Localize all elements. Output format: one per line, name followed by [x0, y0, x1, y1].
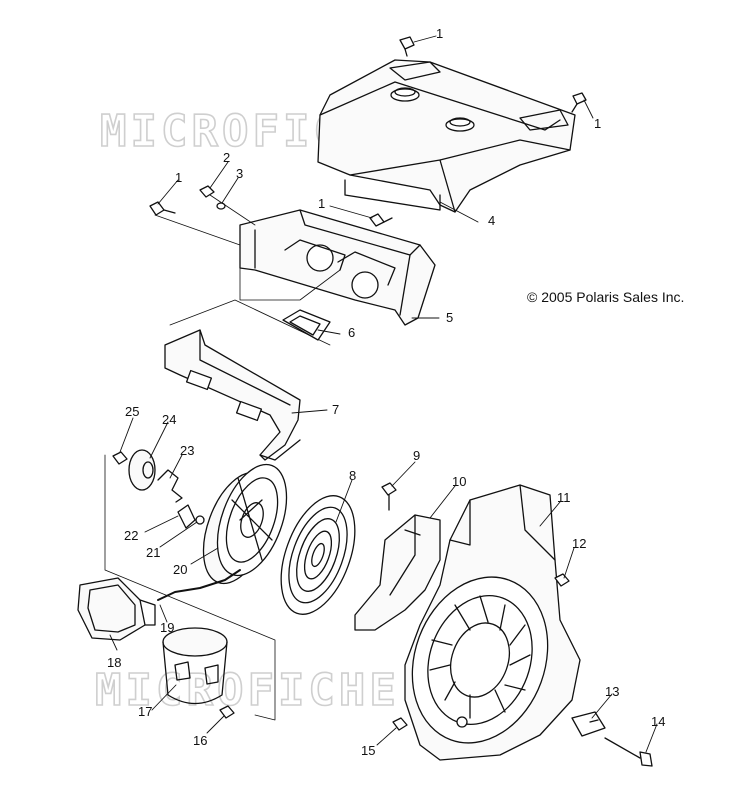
- bolt: [399, 36, 415, 57]
- callout-1-right: 1: [594, 116, 601, 131]
- callout-10: 10: [452, 474, 466, 489]
- starter-handle: [77, 577, 156, 641]
- callout-8: 8: [349, 468, 356, 483]
- leader-lines: [109, 35, 658, 753]
- starter-bracket: [354, 514, 441, 631]
- callout-21: 21: [146, 545, 160, 560]
- heat-shield-top: [317, 59, 576, 213]
- fan-shroud: [404, 484, 581, 761]
- bolt: [149, 201, 176, 216]
- callout-1-top: 1: [436, 26, 443, 41]
- callout-9: 9: [413, 448, 420, 463]
- long-bolt: [604, 737, 653, 767]
- callout-11: 11: [557, 490, 571, 505]
- tab-plate: [571, 711, 606, 737]
- callout-4: 4: [488, 213, 495, 228]
- callout-12: 12: [572, 536, 586, 551]
- callout-7: 7: [332, 402, 339, 417]
- callout-23: 23: [180, 443, 194, 458]
- callout-labels: 1 1 1 2 3 1 4 5 6 7 8 9 10 11 12 13 14 1…: [107, 26, 665, 758]
- pawl: [177, 504, 205, 529]
- bolt-9: [381, 482, 397, 511]
- nut-15: [392, 717, 408, 731]
- callout-20: 20: [173, 562, 187, 577]
- nut: [199, 185, 215, 198]
- screw-16: [219, 705, 235, 719]
- callout-17: 17: [138, 704, 152, 719]
- lower-bracket: [164, 329, 301, 461]
- callout-3: 3: [236, 166, 243, 181]
- callout-15: 15: [361, 743, 375, 758]
- starter-cup: [162, 627, 228, 705]
- callout-5: 5: [446, 310, 453, 325]
- copyright-notice: © 2005 Polaris Sales Inc.: [527, 289, 684, 305]
- callout-22: 22: [124, 528, 138, 543]
- callout-1-left: 1: [175, 170, 182, 185]
- callout-1-middle: 1: [318, 196, 325, 211]
- washer: [216, 202, 226, 210]
- spring-clip: [157, 469, 183, 503]
- heat-shield-plate: [239, 209, 436, 326]
- bolt: [369, 213, 393, 227]
- recoil-pulley: [202, 463, 288, 585]
- callout-16: 16: [193, 733, 207, 748]
- callout-14: 14: [651, 714, 665, 729]
- callout-24: 24: [162, 412, 176, 427]
- callout-13: 13: [605, 684, 619, 699]
- drive-plate: [128, 449, 156, 491]
- nut-25: [112, 451, 128, 465]
- callout-19: 19: [160, 620, 174, 635]
- callout-25: 25: [125, 404, 139, 419]
- gasket: [282, 309, 331, 341]
- recoil-spring: [280, 495, 356, 615]
- screw-12: [554, 573, 570, 587]
- callout-18: 18: [107, 655, 121, 670]
- callout-2: 2: [223, 150, 230, 165]
- starter-rope: [157, 569, 241, 601]
- callout-6: 6: [348, 325, 355, 340]
- bolt: [571, 92, 587, 113]
